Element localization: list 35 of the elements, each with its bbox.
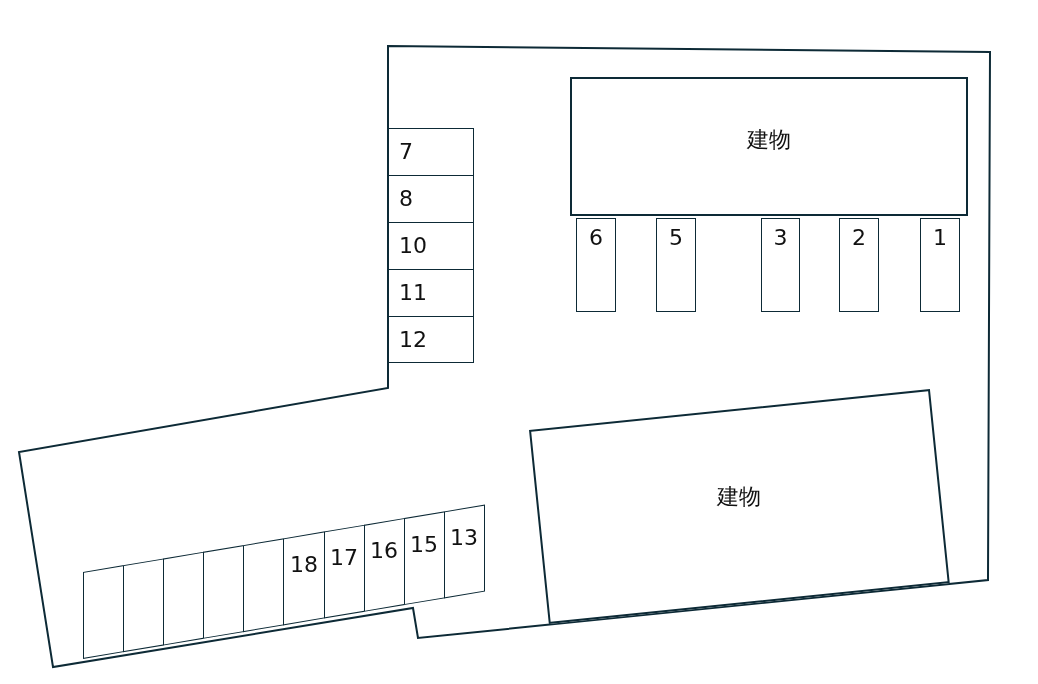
parking-space: [920, 218, 960, 312]
parking-space: [576, 218, 616, 312]
space-number: 建物: [716, 485, 761, 508]
space-number: 17: [330, 547, 359, 570]
space-number: 16: [370, 540, 399, 563]
space-number: 5: [669, 227, 683, 252]
parking-space: [839, 218, 879, 312]
space-number: 12: [399, 328, 427, 351]
parking-space: [123, 558, 165, 653]
parking-space: [203, 544, 245, 639]
space-number: 6: [589, 227, 603, 252]
parking-space: [163, 551, 205, 646]
parking-space: [243, 538, 285, 633]
parking-space: [761, 218, 800, 312]
parking-space: [388, 316, 474, 363]
parking-space: [403, 511, 445, 606]
space-number: 8: [399, 188, 413, 210]
parking-space: [83, 565, 125, 659]
parking-space: [283, 531, 325, 626]
space-number: 2: [852, 227, 866, 252]
building: [570, 77, 968, 216]
space-number: 15: [410, 533, 439, 556]
parking-space: [363, 518, 405, 612]
parking-space: [443, 504, 485, 599]
space-number: 1: [933, 227, 947, 252]
space-number: 18: [290, 553, 318, 576]
space-number: 3: [773, 227, 788, 252]
parking-space: [323, 524, 365, 619]
parking-space: [656, 218, 696, 312]
space-number: 11: [399, 282, 427, 304]
space-number: 7: [399, 141, 413, 163]
parking-space: [388, 128, 474, 176]
space-number: 10: [399, 235, 427, 257]
space-number: 建物: [747, 128, 791, 151]
space-number: 13: [450, 526, 479, 549]
